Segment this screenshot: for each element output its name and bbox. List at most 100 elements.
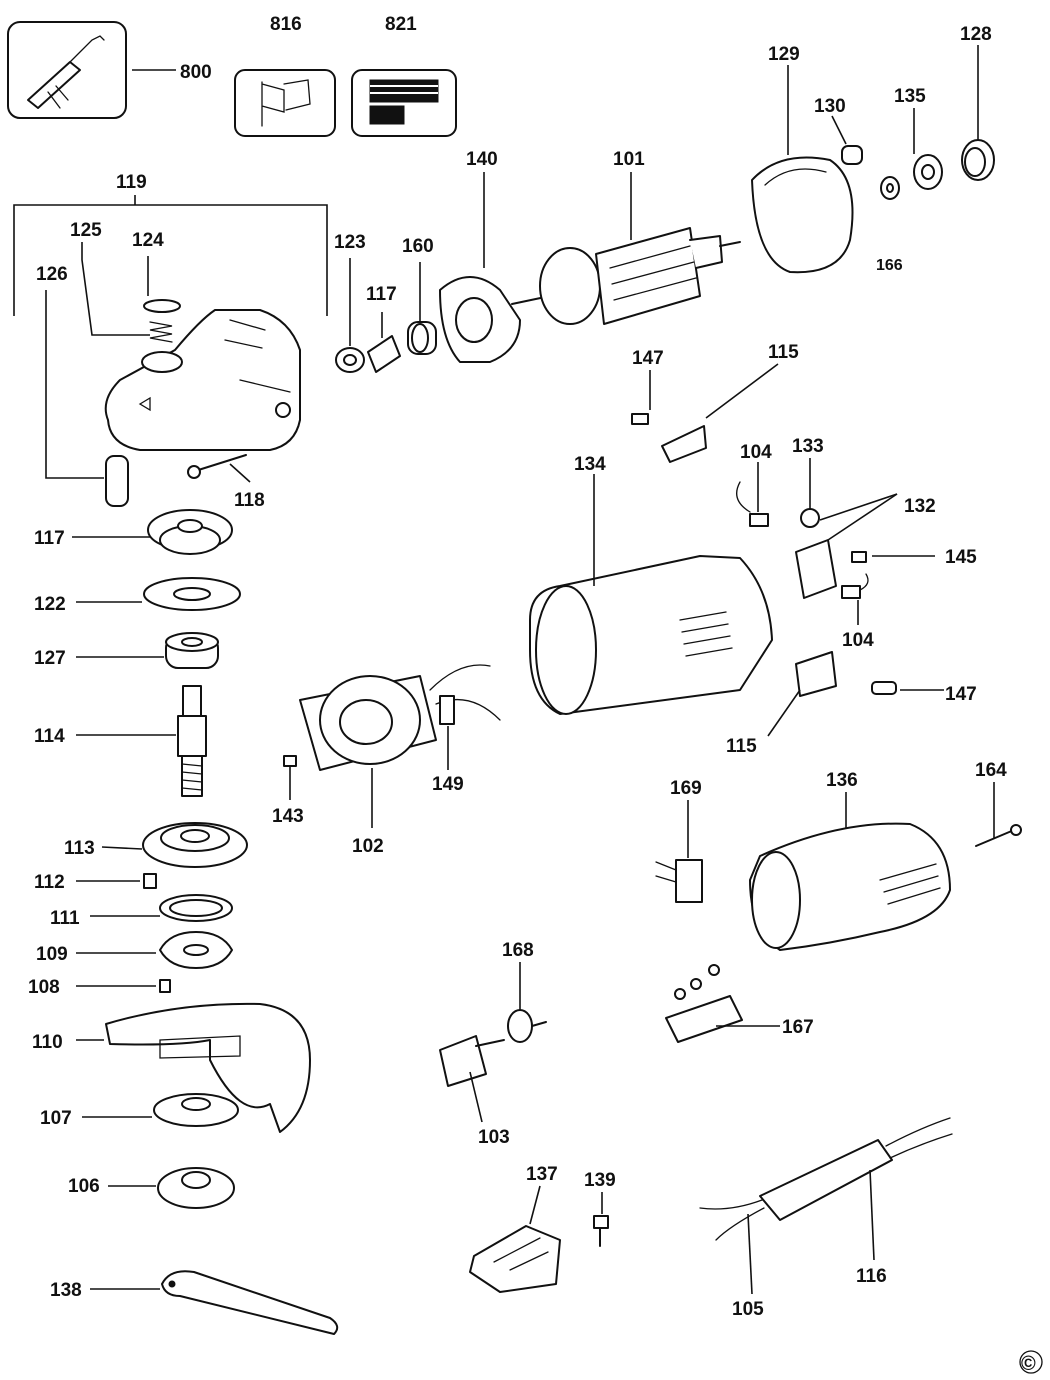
label-106: 106 [68, 1176, 100, 1197]
label-143: 143 [272, 806, 304, 827]
label-110: 110 [32, 1032, 63, 1053]
part-116-cord-guard [759, 1117, 953, 1261]
part-134-motor-housing [529, 474, 773, 715]
part-101-armature [511, 172, 741, 325]
label-101: 101 [613, 149, 645, 170]
part-117-bevel-gear [72, 509, 233, 555]
part-138-spanner [90, 1270, 339, 1335]
label-123: 123 [334, 232, 366, 253]
label-166: 166 [876, 257, 903, 274]
part-821-label [351, 69, 457, 137]
part-136-rear-cover [749, 792, 951, 951]
part-129-housing-cap [751, 65, 854, 274]
label-149: 149 [432, 774, 464, 795]
label-113: 113 [64, 838, 95, 859]
label-132: 132 [904, 496, 936, 517]
label-105: 105 [732, 1299, 764, 1320]
label-147-top: 147 [632, 348, 664, 369]
part-147-screw-b [871, 681, 944, 695]
label-104-top: 104 [740, 442, 772, 463]
label-126: 126 [36, 264, 68, 285]
label-104-bottom: 104 [842, 630, 874, 651]
part-107-flange [82, 1093, 239, 1127]
part-104-brush-b [841, 573, 869, 625]
part-103-switch [439, 1035, 505, 1123]
part-147-screw [631, 370, 651, 425]
part-115-bracket-b [767, 651, 837, 737]
label-134: 134 [574, 454, 606, 475]
label-130: 130 [814, 96, 846, 117]
label-139: 139 [584, 1170, 616, 1191]
part-132-brush-holder [795, 493, 898, 599]
label-147-bottom: 147 [945, 684, 977, 705]
part-122-washer [76, 577, 241, 611]
part-137-cord-clamp [469, 1185, 561, 1293]
part-114-spindle [76, 685, 207, 797]
label-119: 119 [116, 172, 147, 193]
label-129: 129 [768, 44, 800, 65]
label-102: 102 [352, 836, 384, 857]
part-105-cord-wires [699, 1199, 765, 1295]
part-102-field [299, 664, 501, 828]
part-140-baffle [439, 172, 521, 363]
part-number-labels: 800 816 821 119 125 124 126 123 160 117 … [28, 14, 1007, 1320]
label-103: 103 [478, 1127, 510, 1148]
label-133: 133 [792, 436, 824, 457]
part-133-spring [800, 458, 820, 528]
part-115-bracket [661, 363, 779, 463]
part-112-screw [76, 873, 157, 889]
part-816-manual [234, 69, 336, 137]
part-106-nut [108, 1167, 235, 1209]
label-145: 145 [945, 547, 977, 568]
label-127: 127 [34, 648, 66, 669]
copyright-symbol: © [1021, 1353, 1036, 1375]
label-124: 124 [132, 230, 164, 251]
label-816: 816 [270, 14, 302, 35]
part-167-terminal-block [665, 964, 780, 1043]
part-130-bushing [831, 115, 863, 165]
label-138: 138 [50, 1280, 82, 1301]
label-122: 122 [34, 594, 66, 615]
label-140: 140 [466, 149, 498, 170]
label-136: 136 [826, 770, 858, 791]
label-160: 160 [402, 236, 434, 257]
label-137: 137 [526, 1164, 558, 1185]
label-111: 111 [50, 908, 80, 929]
part-110-guard [76, 1002, 311, 1133]
label-167: 167 [782, 1017, 814, 1038]
part-113-bearing-plate [101, 822, 248, 868]
part-168-switch-boot [507, 962, 547, 1043]
label-164: 164 [975, 760, 1007, 781]
copyright-mark: © [1019, 1350, 1043, 1375]
part-126-pin [45, 290, 129, 507]
part-124-o-ring [143, 256, 181, 313]
label-116: 116 [856, 1266, 887, 1287]
part-117-pinion [367, 312, 401, 373]
part-164-screw [975, 782, 1022, 847]
part-108-screw [76, 979, 171, 993]
label-115-top: 115 [768, 342, 799, 363]
part-166-washer [880, 176, 900, 200]
label-107: 107 [40, 1108, 72, 1129]
part-160-bearing [407, 262, 437, 355]
label-800: 800 [180, 62, 212, 83]
part-118-screw [187, 454, 251, 483]
label-117-pinion: 117 [366, 284, 397, 305]
part-143-screw [283, 755, 297, 800]
label-109: 109 [36, 944, 68, 965]
part-119-gear-housing [13, 195, 328, 451]
part-127-bearing [76, 632, 219, 669]
label-169: 169 [670, 778, 702, 799]
part-128-ring [961, 45, 995, 181]
part-123-nut [335, 258, 365, 373]
label-117-gear: 117 [34, 528, 65, 549]
part-135-bearing [913, 108, 943, 190]
label-112: 112 [34, 872, 65, 893]
part-145-screw [851, 551, 935, 563]
label-821: 821 [385, 14, 417, 35]
label-125: 125 [70, 220, 102, 241]
label-168: 168 [502, 940, 534, 961]
label-128: 128 [960, 24, 992, 45]
label-114: 114 [34, 726, 65, 747]
